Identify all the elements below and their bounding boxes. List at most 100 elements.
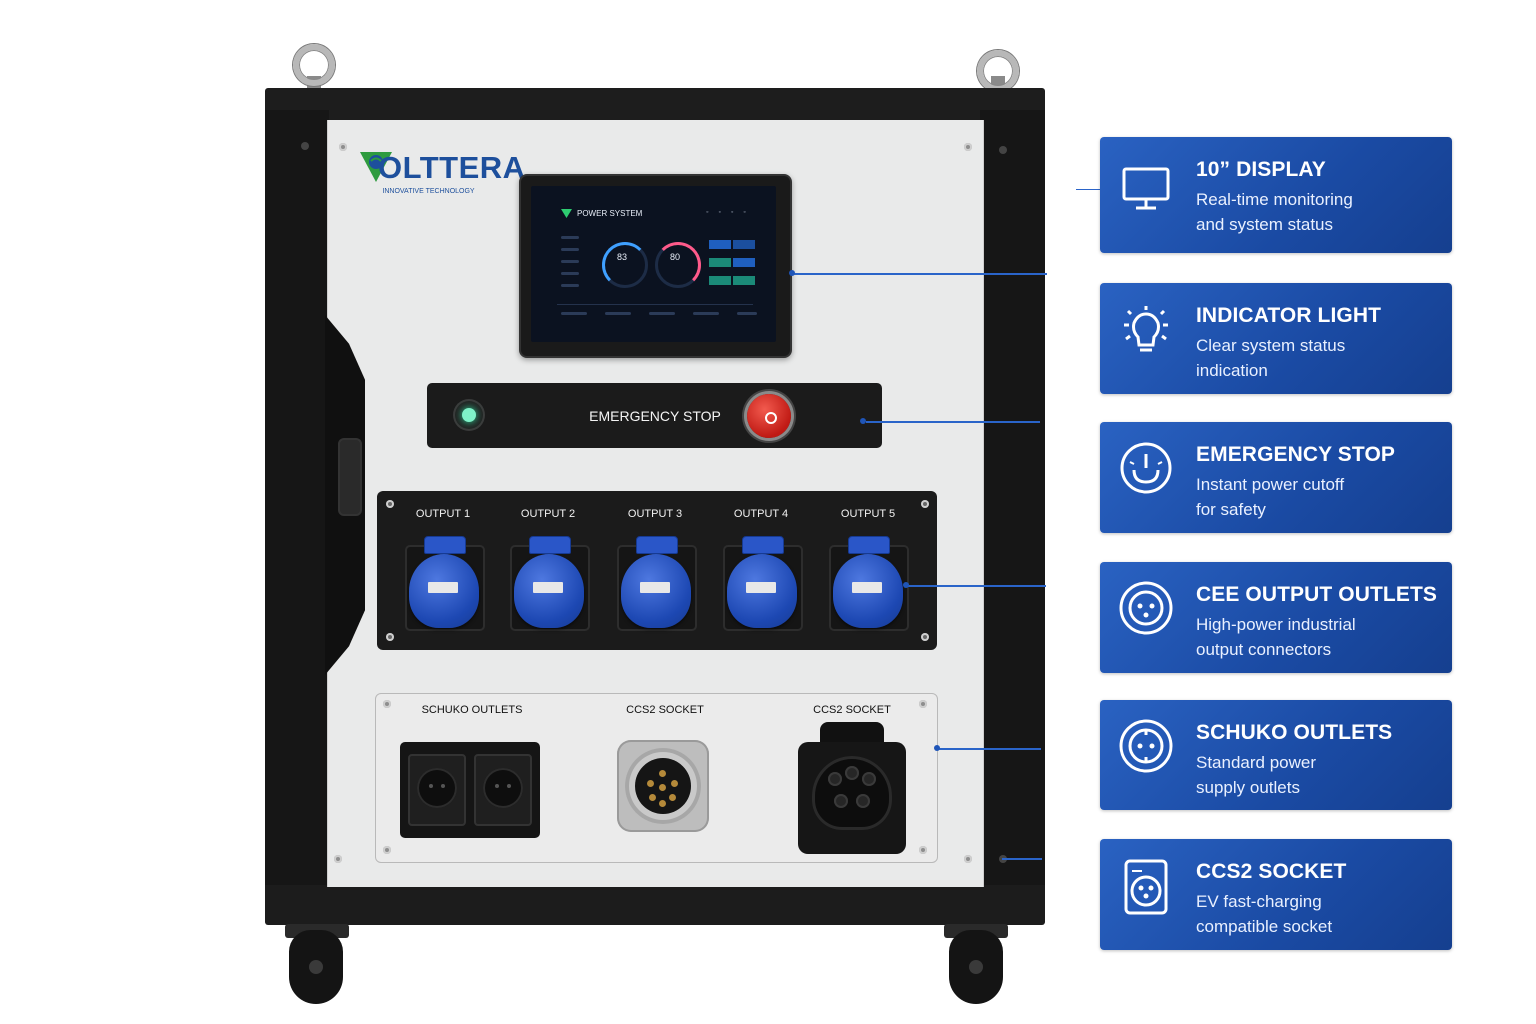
panel-screw — [334, 855, 342, 863]
panel-screw — [921, 500, 929, 508]
screen-nav-item[interactable] — [561, 236, 579, 239]
cee-socket-lid[interactable] — [529, 536, 571, 554]
screen-footer-item[interactable] — [693, 312, 719, 315]
callout-dot — [934, 745, 940, 751]
screen-divider — [557, 304, 753, 305]
cee-socket-lid[interactable] — [636, 536, 678, 554]
schuko-socket-1[interactable] — [408, 754, 466, 826]
screen-logo-icon — [561, 209, 572, 218]
ccs2-socket-icon — [1124, 859, 1168, 915]
ccs2-socket[interactable] — [798, 722, 906, 854]
schuko-socket-icon — [1119, 719, 1173, 773]
ccs2-pin-hole — [845, 766, 859, 780]
schuko-socket-2[interactable] — [474, 754, 532, 826]
cee-socket-tag — [428, 582, 458, 593]
cabinet-left-door — [265, 110, 329, 910]
output-5-label: OUTPUT 5 — [840, 508, 896, 520]
screen-nav-item[interactable] — [561, 260, 579, 263]
brand-name: OLTTERA — [378, 150, 526, 185]
screen-footer-item[interactable] — [561, 312, 587, 315]
feature-title: SCHUKO OUTLETS — [1196, 721, 1393, 744]
feature-title: CEE OUTPUT OUTLETS — [1196, 583, 1437, 606]
panel-screw — [919, 700, 927, 708]
screen-gauge-value: 80 — [669, 252, 680, 262]
socket-pin — [659, 800, 666, 807]
indicator-light — [455, 401, 483, 429]
eyebolt-left-icon — [293, 44, 335, 86]
screen-nav-item[interactable] — [561, 248, 579, 251]
output-3-label: OUTPUT 3 — [627, 508, 683, 520]
callout-line-cee — [906, 585, 1046, 587]
callout-dot — [903, 582, 909, 588]
socket-pin — [659, 770, 666, 777]
panel-screw — [386, 633, 394, 641]
panel-screw — [339, 143, 347, 151]
cee-socket-lid[interactable] — [742, 536, 784, 554]
cabinet-top-frame — [265, 88, 1045, 120]
schuko-outlets-label: SCHUKO OUTLETS — [421, 704, 523, 716]
cabinet-right-frame — [980, 110, 1045, 910]
ccs2-socket-label-2: CCS2 SOCKET — [813, 704, 891, 716]
lightbulb-icon — [1124, 306, 1168, 352]
schuko-outlets — [400, 742, 540, 838]
cabinet-base-frame — [265, 885, 1045, 925]
globe-leaf-icon — [360, 152, 392, 182]
screen-nav-item[interactable] — [561, 284, 579, 287]
feature-title: CCS2 SOCKET — [1196, 860, 1347, 883]
callout-line-emergency — [866, 421, 1040, 423]
screen-tile — [733, 258, 755, 267]
callout-line-ccs2 — [1002, 858, 1042, 860]
frame-screw — [301, 142, 309, 150]
socket-pin — [649, 794, 656, 801]
callout-line-schuko — [937, 748, 1041, 750]
cee-socket-lid[interactable] — [424, 536, 466, 554]
screen-footer-item[interactable] — [737, 312, 757, 315]
cee-socket-icon — [1119, 581, 1173, 635]
eyebolt-right-icon — [977, 50, 1019, 92]
emergency-stop-button[interactable] — [747, 394, 791, 438]
ccs2-pin-hole — [828, 772, 842, 786]
panel-screw — [383, 846, 391, 854]
feature-card-cee: CEE OUTPUT OUTLETS High-power industrial… — [1100, 562, 1452, 673]
emergency-stop-panel — [427, 383, 882, 448]
cee-socket-tag — [533, 582, 563, 593]
cee-socket-tag — [746, 582, 776, 593]
door-handle[interactable] — [338, 438, 362, 516]
output-4-label: OUTPUT 4 — [733, 508, 789, 520]
callout-line-display — [792, 273, 1047, 275]
cee-socket-tag — [852, 582, 882, 593]
ccs2-pin-hole — [834, 794, 848, 808]
ccs2-pin-hole — [856, 794, 870, 808]
screen-tile — [733, 240, 755, 249]
brand-tagline: INNOVATIVE TECHNOLOGY — [360, 188, 497, 195]
panel-screw — [964, 143, 972, 151]
panel-screw — [383, 700, 391, 708]
output-1-label: OUTPUT 1 — [415, 508, 471, 520]
screen-footer-item[interactable] — [605, 312, 631, 315]
frame-screw — [999, 146, 1007, 154]
screen-tile — [733, 276, 755, 285]
screen-gauge-value: 83 — [616, 252, 627, 262]
screen-footer-item[interactable] — [649, 312, 675, 315]
screen-gauge-arc — [655, 242, 701, 288]
caster-hub — [969, 960, 983, 974]
panel-screw — [386, 500, 394, 508]
callout-line-stub — [1076, 189, 1100, 190]
feature-title: INDICATOR LIGHT — [1196, 304, 1382, 327]
screen-tile — [709, 276, 731, 285]
feature-title: 10” DISPLAY — [1196, 158, 1326, 181]
screen-nav-item[interactable] — [561, 272, 579, 275]
ccs2-round-socket[interactable] — [613, 730, 713, 842]
touch-display-screen[interactable]: POWER SYSTEM ◦ ◦ ◦ ◦ 83 80 — [531, 186, 776, 342]
cee-socket-lid[interactable] — [848, 536, 890, 554]
screen-gauge-arc — [602, 242, 648, 288]
